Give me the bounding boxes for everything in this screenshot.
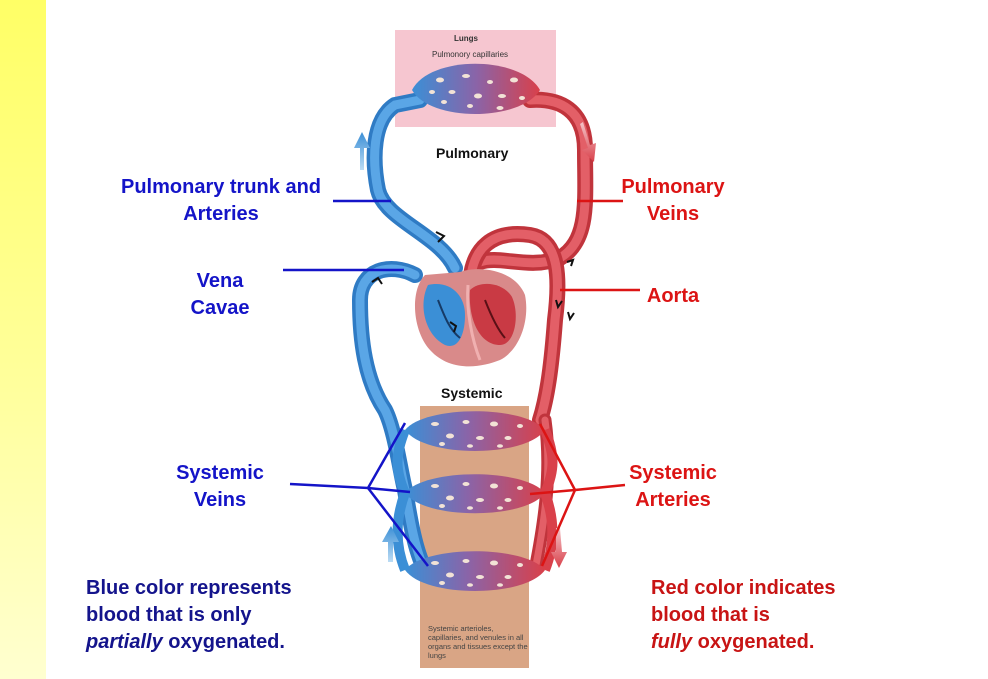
systemic-capillary-bed-2 — [405, 474, 545, 514]
pulmonary-veins-label: Pulmonary Veins — [621, 176, 725, 225]
aorta-label: Aorta — [646, 285, 700, 307]
red-note: Red color indicates blood that is fully … — [651, 577, 836, 653]
flow-arrow-up-top-icon — [354, 132, 370, 170]
heart — [414, 269, 527, 367]
red-note-emphasis: fully — [651, 631, 693, 653]
pulmonary-circuit-label: Pulmonary — [436, 145, 509, 161]
side-strip — [0, 0, 46, 679]
lungs-subtitle: Pulmonory capillaries — [432, 50, 509, 59]
systemic-capillary-bed-1 — [405, 411, 545, 451]
systemic-veins-label: Systemic Veins — [176, 462, 264, 511]
pulmonary-trunk-label: Pulmonary trunk and Arteries — [120, 176, 322, 225]
blue-note-emphasis: partially — [86, 631, 163, 653]
systemic-circuit-label: Systemic — [441, 385, 503, 401]
vena-cavae-label: Vena Cavae — [190, 270, 250, 319]
flow-arrow-down-top-icon — [580, 122, 596, 162]
blue-note: Blue color represents blood that is only… — [86, 577, 292, 653]
systemic-capillary-bed-3 — [405, 551, 545, 591]
systemic-arteries-label: Systemic Arteries — [629, 462, 717, 511]
tissue-note: Systemic arterioles, capillaries, and ve… — [428, 624, 528, 660]
flow-arrow-up-bottom-icon — [382, 526, 399, 562]
flow-arrow-down-bottom-icon — [551, 528, 567, 568]
lungs-title: Lungs — [454, 34, 478, 43]
lung-capillary-bed — [412, 63, 540, 114]
